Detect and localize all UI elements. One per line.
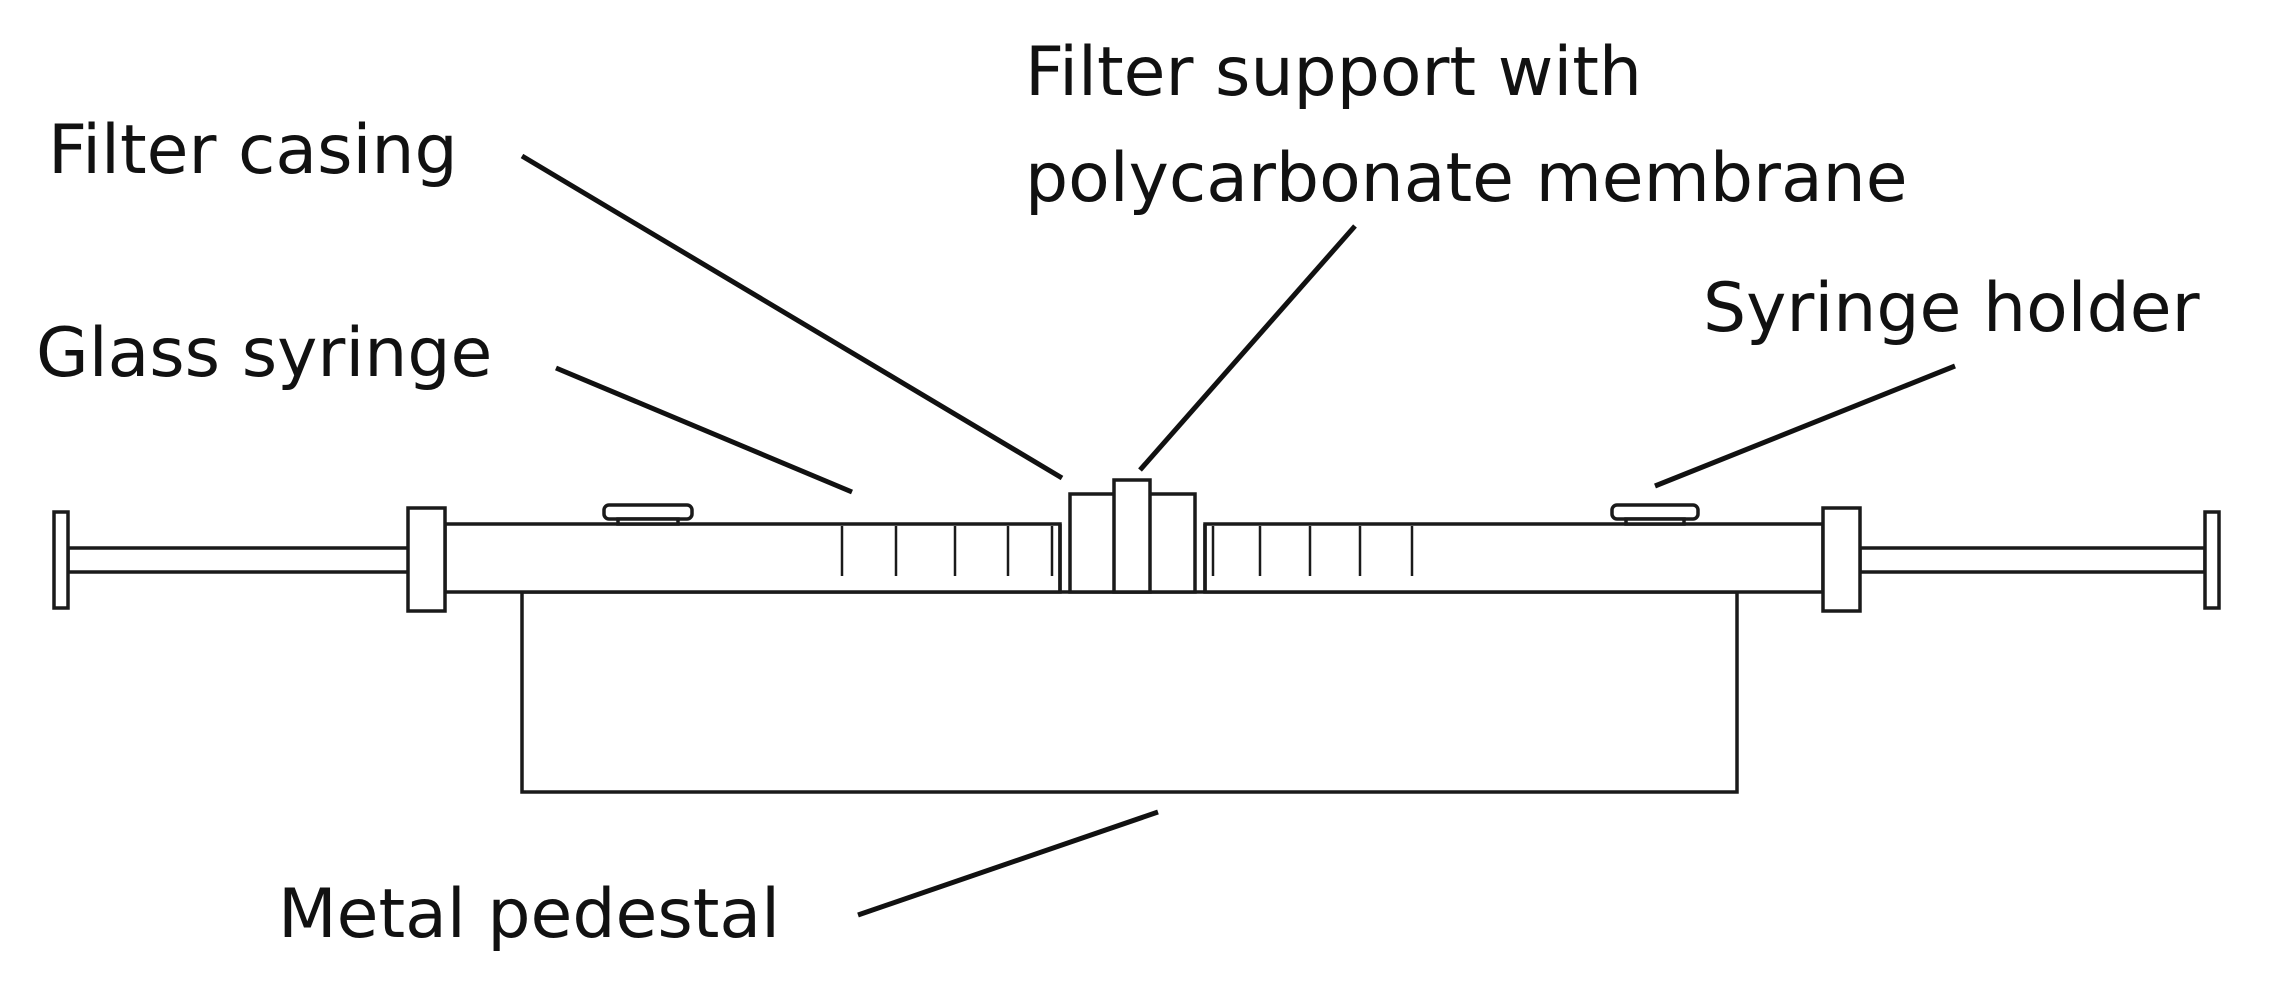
right-plunger-rod xyxy=(1858,546,2207,574)
holder-base xyxy=(616,517,680,526)
right-syringe-flange xyxy=(1821,506,1862,613)
right-plunger-cap xyxy=(2203,510,2221,610)
holder-base xyxy=(1624,517,1686,526)
glass-syringe-leader xyxy=(555,365,853,495)
left-syringe-flange xyxy=(406,506,447,613)
holder-clip xyxy=(1610,503,1700,521)
left-plunger-rod xyxy=(66,546,412,574)
metal-pedestal xyxy=(520,590,1739,794)
label-syringe-holder: Syringe holder xyxy=(1703,269,2200,348)
filter-support-leader xyxy=(1138,224,1357,472)
metal-pedestal-leader xyxy=(857,809,1159,918)
left-syringe-graduations xyxy=(840,526,1054,576)
label-glass-syringe: Glass syringe xyxy=(36,314,492,393)
left-syringe-holder xyxy=(602,503,694,526)
right-glass-syringe-barrel xyxy=(1203,522,1825,594)
holder-clip xyxy=(602,503,694,521)
label-filter-support-line2: polycarbonate membrane xyxy=(1025,139,1908,218)
filter-casing-leader xyxy=(520,153,1064,481)
right-syringe-graduations xyxy=(1211,526,1414,576)
left-glass-syringe-barrel xyxy=(443,522,1062,594)
label-filter-support-line1: Filter support with xyxy=(1025,33,1642,112)
right-syringe-holder xyxy=(1610,503,1700,526)
filter-support xyxy=(1112,478,1152,594)
syringe-holder-leader xyxy=(1654,363,1956,489)
label-filter-casing: Filter casing xyxy=(48,111,458,190)
left-plunger-cap xyxy=(52,510,70,610)
label-metal-pedestal: Metal pedestal xyxy=(278,875,780,954)
